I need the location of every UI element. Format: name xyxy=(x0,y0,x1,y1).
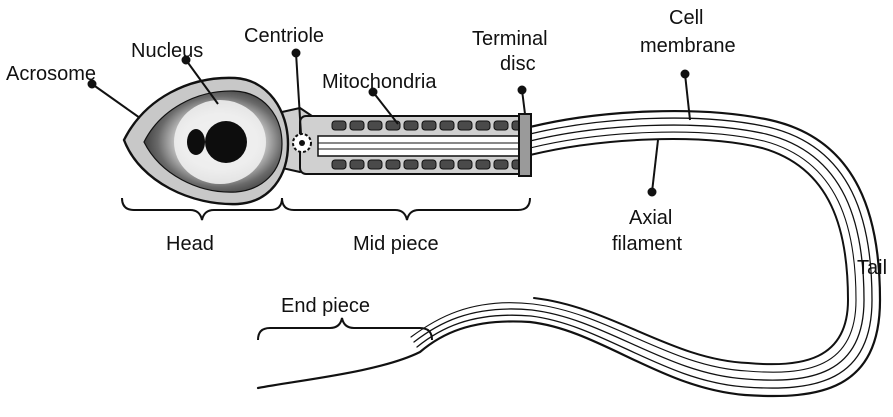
label-head: Head xyxy=(166,233,214,255)
axial-filament-core xyxy=(318,136,524,156)
mid-piece-brace xyxy=(282,198,530,220)
label-end-piece: End piece xyxy=(281,295,370,317)
label-terminal-disc-line1: Terminal xyxy=(472,28,548,50)
label-terminal-disc-line2: disc xyxy=(500,53,536,75)
label-acrosome: Acrosome xyxy=(6,63,96,85)
label-mid-piece: Mid piece xyxy=(353,233,439,255)
label-axial-filament-line2: filament xyxy=(612,233,682,255)
label-mitochondria: Mitochondria xyxy=(322,71,437,93)
label-centriole: Centriole xyxy=(244,25,324,47)
nucleolus xyxy=(187,129,205,155)
label-axial-filament-line1: Axial xyxy=(629,207,672,229)
label-nucleus: Nucleus xyxy=(131,40,203,62)
label-tail: Tail xyxy=(857,257,887,279)
label-cell-membrane-line1: Cell xyxy=(669,7,703,29)
end-piece-brace xyxy=(258,318,432,340)
terminal-disc xyxy=(519,114,531,176)
label-cell-membrane-line2: membrane xyxy=(640,35,736,57)
tail-inner-line-4 xyxy=(530,139,848,364)
braces xyxy=(122,198,530,340)
mid-piece xyxy=(282,108,531,176)
nucleus xyxy=(205,121,247,163)
head xyxy=(124,78,288,204)
